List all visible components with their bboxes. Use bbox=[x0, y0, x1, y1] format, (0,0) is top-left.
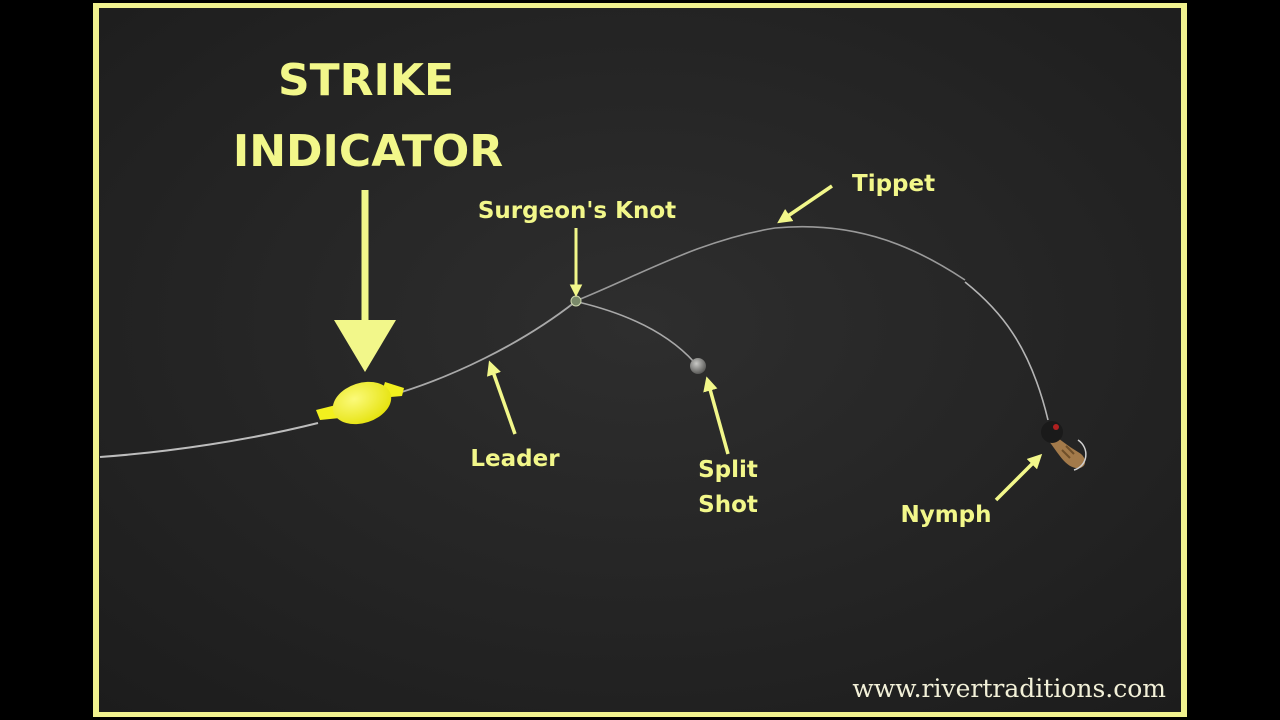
label-tippet: Tippet bbox=[852, 171, 935, 197]
leader-line-left bbox=[99, 422, 319, 458]
leader-line bbox=[391, 301, 576, 396]
label-leader: Leader bbox=[470, 446, 560, 472]
split-shot-arrow bbox=[703, 376, 730, 455]
title-line2: INDICATOR bbox=[233, 126, 503, 177]
label-surgeons-knot: Surgeon's Knot bbox=[478, 198, 676, 224]
split-shot-mark bbox=[690, 358, 706, 374]
surgeons-knot-mark bbox=[570, 295, 582, 307]
nymph-arrow bbox=[994, 453, 1043, 502]
title-line1: STRIKE bbox=[278, 55, 454, 106]
strike-indicator-mark bbox=[316, 381, 404, 425]
label-split-shot-line1: Split bbox=[698, 457, 758, 483]
tippet-line bbox=[577, 225, 966, 301]
tippet-line-lower bbox=[964, 281, 1049, 421]
split-shot-dropper bbox=[577, 301, 695, 363]
tippet-arrow bbox=[777, 184, 833, 224]
leader-arrow bbox=[487, 360, 517, 435]
strike-indicator-arrow-head bbox=[334, 320, 396, 372]
label-nymph: Nymph bbox=[900, 502, 991, 528]
nymph-mark bbox=[1041, 421, 1087, 471]
label-split-shot-line2: Shot bbox=[698, 492, 758, 518]
background-panel bbox=[99, 8, 1181, 712]
website-watermark: www.rivertraditions.com bbox=[852, 674, 1166, 703]
